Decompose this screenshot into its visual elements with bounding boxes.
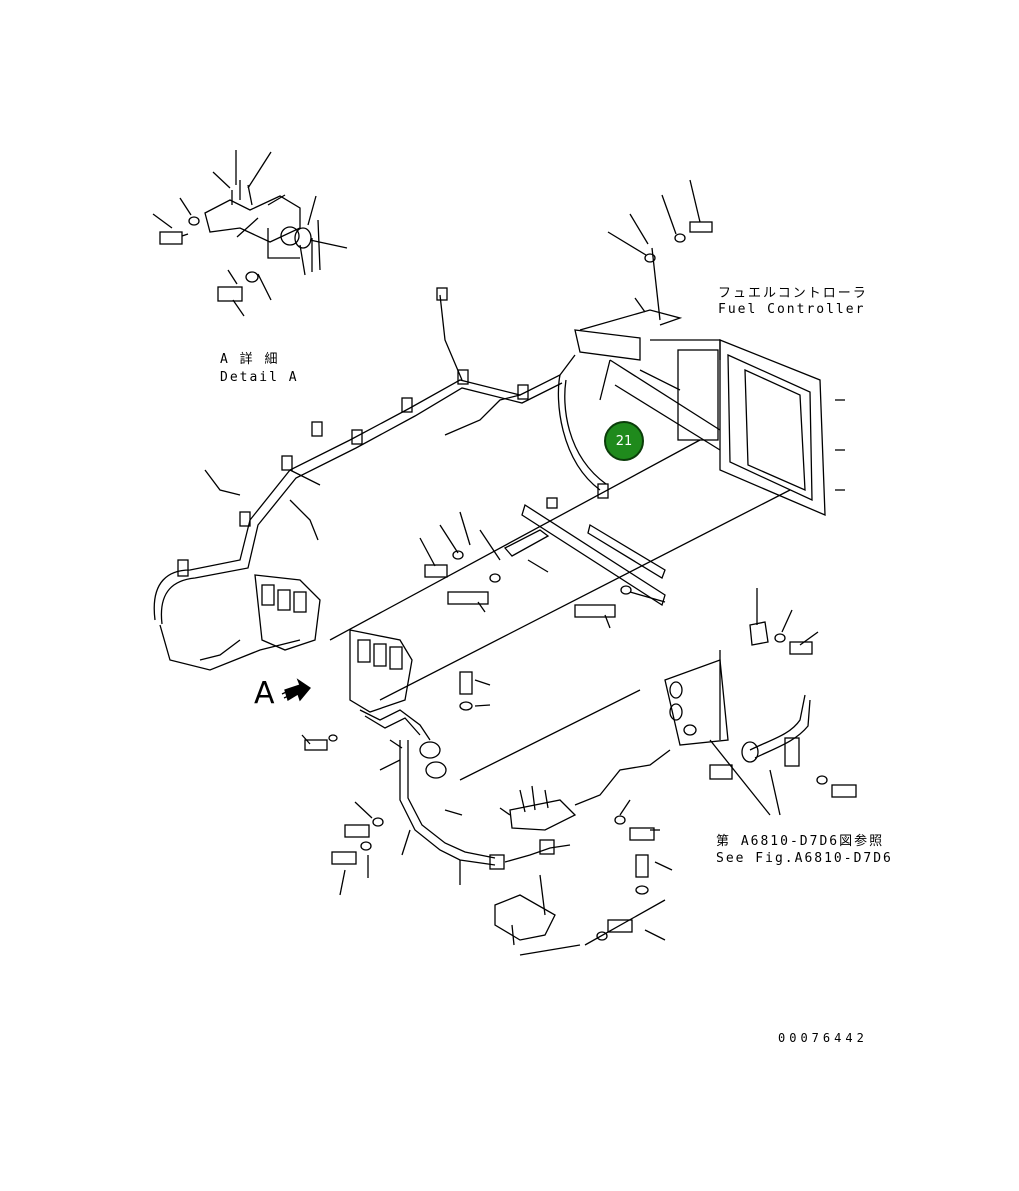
part-number-marker-label: 21 xyxy=(615,433,633,449)
main-harness xyxy=(153,287,609,671)
lower-harness xyxy=(399,740,671,941)
drawing-number: 00076442 xyxy=(778,1031,868,1045)
right-bracket xyxy=(664,588,857,816)
detail-a-inset xyxy=(152,150,348,317)
mounting-rails xyxy=(329,439,791,781)
detail-a-label-jp: A 詳 細 xyxy=(220,352,280,367)
see-fig-label-jp: 第 A6810-D7D6図参照 xyxy=(716,834,885,849)
part-number-marker[interactable]: 21 xyxy=(604,421,644,461)
connector-block-left xyxy=(199,574,321,661)
fuel-controller-label-jp: フュエルコントローラ xyxy=(718,286,868,301)
bottom-left-hardware xyxy=(301,671,673,956)
view-a-label: A xyxy=(254,676,275,711)
fuel-controller-box xyxy=(574,179,845,517)
detail-a-label-en: Detail A xyxy=(220,370,299,385)
see-fig-label-en: See Fig.A6810-D7D6 xyxy=(716,851,893,866)
connector-block-center xyxy=(349,629,431,741)
fuel-controller-label-en: Fuel Controller xyxy=(718,302,866,317)
view-a-arrow xyxy=(281,678,311,702)
